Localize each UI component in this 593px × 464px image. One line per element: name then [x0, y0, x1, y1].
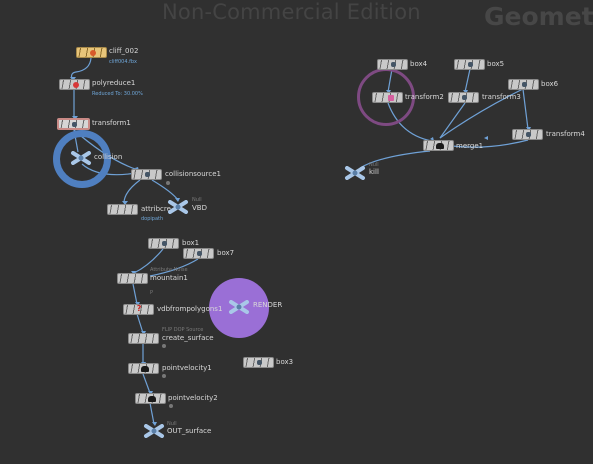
node-label-box1: box1	[182, 239, 200, 247]
node-label-mountain1: mountain1	[150, 274, 188, 282]
node-label-box7: box7	[217, 249, 235, 257]
node-box5[interactable]	[454, 59, 485, 70]
output-dot	[162, 374, 166, 378]
node-transform3[interactable]	[448, 92, 479, 103]
null-cross-icon[interactable]	[143, 424, 165, 438]
null-cross-icon[interactable]	[228, 300, 250, 314]
output-dot	[166, 181, 170, 185]
node-comment-cliff-002: cliff004.fbx	[109, 59, 137, 65]
wire-transform3-merge	[439, 102, 466, 139]
node-label-pointvelocity1: pointvelocity1	[162, 364, 212, 372]
wire-merge-kill	[359, 150, 431, 169]
node-label-box3: box3	[276, 358, 294, 366]
node-label-transform2: transform2	[405, 93, 444, 101]
output-dot	[162, 344, 166, 348]
node-create-surface[interactable]	[128, 333, 159, 344]
node-comment-polyreduce1: Reduced To: 30.00%	[92, 91, 143, 97]
selected-node-highlight-ring	[53, 130, 111, 188]
node-label-box6: box6	[541, 80, 559, 88]
node-mountain1[interactable]	[117, 273, 148, 284]
node-box1[interactable]	[148, 238, 179, 249]
node-attribcre[interactable]	[107, 204, 138, 215]
wire-box7-mountain	[149, 258, 199, 277]
node-label-attribcre: attribcre	[141, 205, 171, 213]
node-label-transform1: transform1	[92, 119, 131, 127]
network-context-label: Geometr	[484, 2, 593, 31]
node-polyreduce1[interactable]	[59, 79, 90, 90]
node-label-collision: collision	[94, 153, 123, 161]
null-cross-icon[interactable]	[167, 200, 189, 214]
node-label-pointvelocity2: pointvelocity2	[168, 394, 218, 402]
node-pointvelocity2[interactable]	[135, 393, 166, 404]
node-label-create-surface: create_surface	[162, 334, 214, 342]
node-collisionsource1[interactable]	[131, 169, 162, 180]
node-transform4[interactable]	[512, 129, 543, 140]
node-box7[interactable]	[183, 248, 214, 259]
node-box4[interactable]	[377, 59, 408, 70]
output-dot	[169, 404, 173, 408]
node-merge1[interactable]	[423, 140, 454, 151]
node-vdbfrompolygons1[interactable]	[123, 304, 154, 315]
node-box3[interactable]	[243, 357, 274, 368]
node-type-vbd: Null	[192, 197, 202, 203]
wire-box6-transform4	[522, 88, 529, 130]
node-transform1[interactable]	[57, 118, 90, 130]
node-label-merge1: merge1	[456, 142, 484, 150]
node-label-vbd: VBD	[192, 204, 207, 212]
node-label-kill: kill	[369, 168, 379, 176]
wire-box6-merge	[439, 88, 524, 139]
node-box6[interactable]	[508, 79, 539, 90]
node-attrib-mountain1: P	[150, 290, 154, 296]
node-label-cliff-002: cliff_002	[109, 47, 139, 55]
node-type-kill: Null	[369, 162, 379, 168]
node-cliff-002[interactable]	[76, 47, 107, 58]
node-label-collisionsource1: collisionsource1	[165, 170, 221, 178]
node-label-box4: box4	[410, 60, 428, 68]
node-label-vdbfrompolygons1: vdbfrompolygons1	[157, 305, 223, 313]
node-label-transform3: transform3	[482, 93, 521, 101]
node-label-box5: box5	[487, 60, 505, 68]
non-commercial-watermark: Non-Commercial Edition	[162, 0, 421, 24]
node-type-mountain1: Attribute Noise	[150, 267, 188, 273]
wire-pv2-out	[149, 402, 155, 425]
wire-colsrc-attribcre	[123, 179, 141, 204]
node-label-out-surface: OUT_surface	[167, 427, 212, 435]
wire-colsrc-vbd	[151, 179, 179, 201]
wire-vdb-create	[136, 313, 144, 334]
wire-transform4-merge	[451, 139, 529, 148]
node-comment-attribcre: dopipath	[141, 216, 164, 222]
node-label-polyreduce1: polyreduce1	[92, 79, 136, 87]
wire-box1-mountain	[133, 248, 164, 274]
node-type-out-surface: Null	[167, 421, 177, 427]
node-label-transform4: transform4	[546, 130, 585, 138]
node-label-render: RENDER	[253, 301, 283, 309]
node-transform2[interactable]	[372, 92, 403, 103]
null-cross-icon[interactable]	[70, 151, 92, 165]
wire-pv1-pv2	[142, 373, 151, 394]
wire-box5-transform3	[464, 68, 471, 93]
null-cross-icon[interactable]	[344, 166, 366, 180]
node-pointvelocity1[interactable]	[128, 363, 159, 374]
node-type-create-surface: FLIP DOP Source	[162, 327, 204, 333]
wire-mountain-vdb	[132, 283, 138, 305]
wire-cliff-poly	[70, 57, 92, 80]
